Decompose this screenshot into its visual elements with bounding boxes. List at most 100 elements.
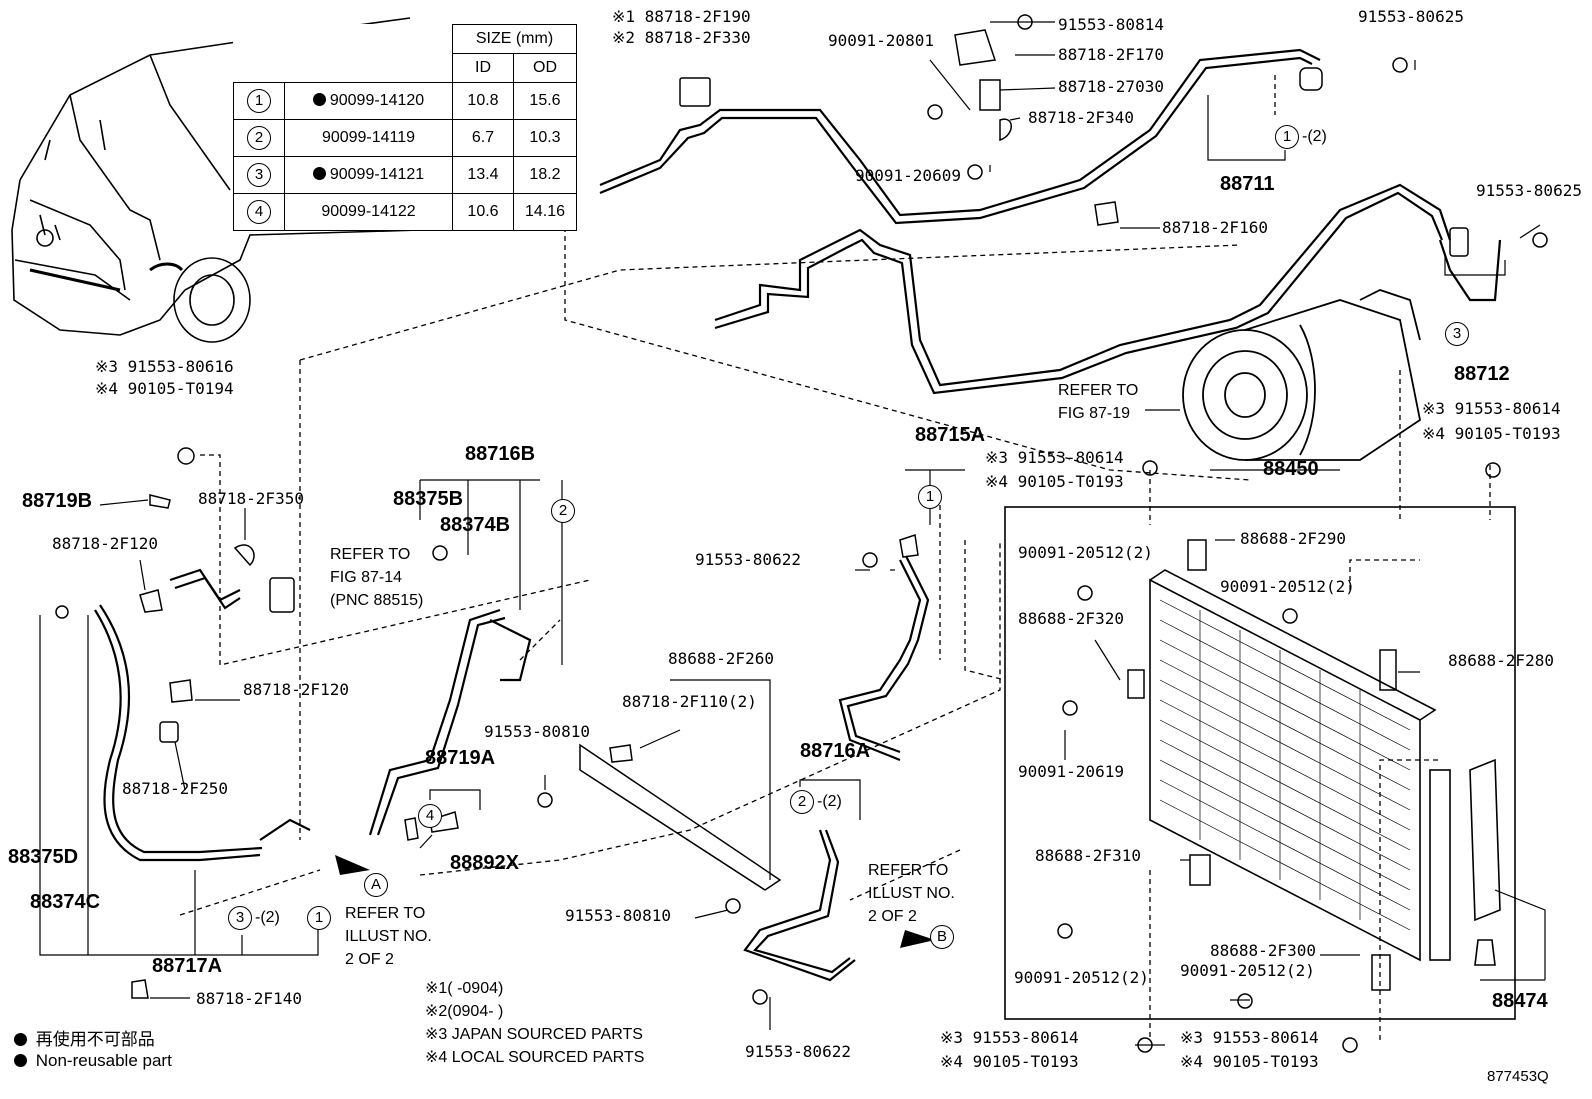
part-label[interactable]: 88374B: [440, 514, 511, 536]
part-label[interactable]: 88718-2F250: [122, 779, 228, 798]
non-reusable-dot-icon: [312, 93, 326, 106]
part-label[interactable]: 88688-2F310: [1035, 846, 1141, 865]
part-label[interactable]: 88712: [1454, 363, 1510, 385]
reference-label[interactable]: FIG 87-14: [330, 569, 403, 586]
part-label[interactable]: 88719A: [425, 747, 496, 769]
part-label[interactable]: ※3 91553-80616: [95, 357, 234, 376]
reference-label: REFER TO: [345, 905, 426, 922]
part-label[interactable]: 91553-80814: [1058, 15, 1164, 34]
non-reusable-dot-icon: [312, 167, 326, 180]
reference-label[interactable]: FIG 87-19: [1058, 405, 1131, 422]
part-label[interactable]: 91553-80625: [1476, 181, 1582, 200]
part-label[interactable]: 88688-2F290: [1240, 529, 1346, 548]
part-label[interactable]: ※1 88718-2F190: [612, 7, 751, 26]
part-label[interactable]: 88688-2F280: [1448, 651, 1554, 670]
part-label[interactable]: ※4 90105-T0194: [95, 379, 234, 398]
part-label[interactable]: 88717A: [152, 955, 223, 977]
part-label[interactable]: 91553-80622: [695, 550, 801, 569]
part-label[interactable]: 88892X: [450, 852, 519, 874]
part-label[interactable]: 88718-2F160: [1162, 218, 1268, 237]
arrows: [335, 855, 935, 948]
footnote: ※3 JAPAN SOURCED PARTS: [425, 1026, 643, 1043]
reference-b-marker[interactable]: B: [930, 925, 954, 949]
part-label[interactable]: 90091-20512(2): [1180, 961, 1315, 980]
part-label[interactable]: 91553-80810: [565, 906, 671, 925]
row-number: 2: [247, 126, 271, 150]
part-label[interactable]: 88688-2F260: [668, 649, 774, 668]
part-number[interactable]: 90099-14119: [321, 129, 416, 146]
part-label[interactable]: 90091-20512(2): [1018, 543, 1153, 562]
part-label[interactable]: 88716B: [465, 443, 536, 465]
reference-label: (PNC 88515): [330, 592, 424, 609]
reference-label[interactable]: ILLUST NO.: [868, 885, 955, 902]
part-label[interactable]: 91553-80622: [745, 1042, 851, 1061]
part-label[interactable]: ※4 90105-T0193: [985, 472, 1124, 491]
table-row: 1 90099-14120 10.8 15.6: [233, 82, 577, 120]
ring-callout[interactable]: 2: [551, 499, 575, 523]
solid-leaders: [39, 21, 1546, 1046]
reference-label: 2 OF 2: [868, 908, 917, 925]
part-label[interactable]: ※3 91553-80614: [940, 1028, 1079, 1047]
ring-callout[interactable]: 3: [1445, 322, 1469, 346]
col-id-header: ID: [452, 53, 514, 83]
part-label[interactable]: 88718-27030: [1058, 77, 1164, 96]
part-label[interactable]: ※4 90105-T0193: [1180, 1052, 1319, 1071]
part-label[interactable]: 91553-80625: [1358, 7, 1464, 26]
part-label[interactable]: 88718-2F350: [198, 489, 304, 508]
legend-jp-text: 再使用不可部品: [35, 1030, 155, 1049]
legend-en: Non-reusable part: [14, 1051, 172, 1071]
part-label[interactable]: 88375B: [393, 488, 464, 510]
part-label[interactable]: 88718-2F340: [1028, 108, 1134, 127]
part-label[interactable]: 88688-2F320: [1018, 609, 1124, 628]
part-label[interactable]: 90091-20512(2): [1014, 968, 1149, 987]
part-label[interactable]: 88718-2F120: [243, 680, 349, 699]
part-label[interactable]: 88716A: [800, 740, 871, 762]
part-label[interactable]: ※3 91553-80614: [1422, 399, 1561, 418]
part-label[interactable]: 88711: [1220, 173, 1275, 195]
figure-number: 877453Q: [1487, 1068, 1549, 1085]
ring-callout[interactable]: 4: [418, 804, 442, 828]
part-label[interactable]: ※3 91553-80614: [985, 448, 1124, 467]
ring-callout[interactable]: 1: [918, 485, 942, 509]
reference-label: REFER TO: [330, 546, 411, 563]
part-label[interactable]: 91553-80810: [484, 722, 590, 741]
od-value: 14.16: [513, 193, 577, 231]
part-label[interactable]: 88718-2F140: [196, 989, 302, 1008]
ring-callout[interactable]: 1: [307, 906, 331, 930]
part-number[interactable]: 90099-14120: [329, 92, 425, 109]
part-label[interactable]: 88718-2F170: [1058, 45, 1164, 64]
part-label[interactable]: 88374C: [30, 891, 101, 913]
part-label[interactable]: 90091-20619: [1018, 762, 1124, 781]
non-reusable-dot-icon: [14, 1054, 27, 1067]
footnote: ※4 LOCAL SOURCED PARTS: [425, 1049, 645, 1066]
part-label[interactable]: 90091-20801: [828, 31, 934, 50]
part-label[interactable]: ※2 88718-2F330: [612, 28, 751, 47]
part-label[interactable]: 88375D: [8, 846, 79, 868]
ring-callout[interactable]: 3: [228, 906, 252, 930]
ring-callout[interactable]: 2: [790, 790, 814, 814]
part-label[interactable]: 88715A: [915, 424, 986, 446]
row-number: 4: [247, 200, 271, 224]
part-label[interactable]: 88474: [1492, 990, 1548, 1012]
part-label[interactable]: 88718-2F120: [52, 534, 158, 553]
part-label[interactable]: 88450: [1263, 458, 1319, 480]
compressor-illustration: [1182, 289, 1422, 461]
part-label[interactable]: 90091-20512(2): [1220, 577, 1355, 596]
part-label[interactable]: ※4 90105-T0193: [940, 1052, 1079, 1071]
reference-label[interactable]: ILLUST NO.: [345, 928, 432, 945]
part-label[interactable]: 90091-20609: [855, 166, 961, 185]
part-label[interactable]: ※3 91553-80614: [1180, 1028, 1319, 1047]
part-label[interactable]: 88719B: [22, 490, 93, 512]
table-row: 2 90099-14119 6.7 10.3: [233, 119, 577, 157]
part-number[interactable]: 90099-14121: [329, 166, 425, 183]
part-label[interactable]: ※4 90105-T0193: [1422, 424, 1561, 443]
part-label[interactable]: 88688-2F300: [1210, 941, 1316, 960]
ring-callout[interactable]: 1: [1275, 125, 1299, 149]
id-value: 13.4: [452, 156, 514, 194]
reference-a-marker[interactable]: A: [364, 873, 388, 897]
col-od-header: OD: [513, 53, 577, 83]
part-number[interactable]: 90099-14122: [321, 203, 416, 220]
part-label[interactable]: 88718-2F110(2): [622, 692, 757, 711]
od-value: 15.6: [513, 82, 577, 120]
non-reusable-dot-icon: [14, 1033, 27, 1046]
